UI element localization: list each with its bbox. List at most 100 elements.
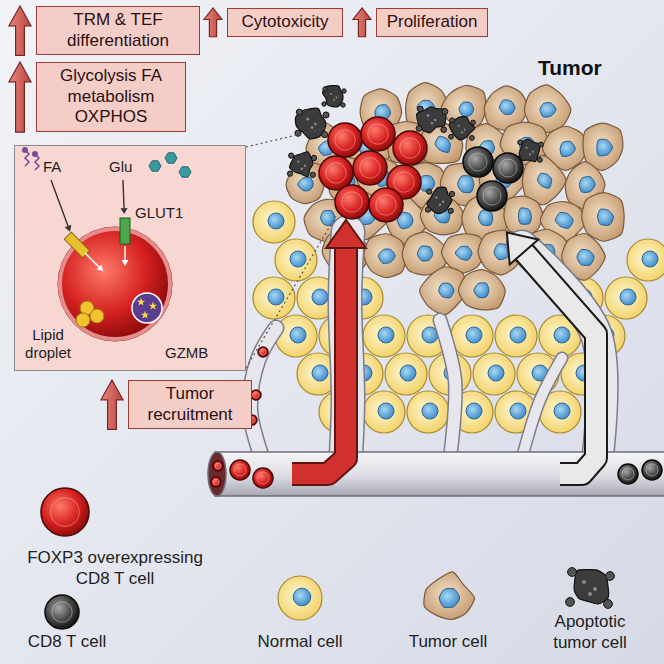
dna-fragment — [588, 592, 592, 596]
cell-rim — [360, 158, 380, 178]
arrow-shaft — [292, 248, 346, 474]
zoom-line — [246, 216, 336, 368]
granzyme — [141, 311, 149, 319]
cell-body — [477, 181, 507, 211]
cell-body — [353, 151, 387, 185]
cell-body — [627, 239, 664, 281]
granzyme — [149, 302, 157, 310]
nucleus — [422, 403, 438, 419]
tumor-site-cells — [287, 85, 543, 222]
nucleus — [577, 249, 594, 265]
dna-fragment — [461, 131, 463, 133]
normal-cell — [495, 315, 537, 357]
nucleus — [439, 588, 459, 607]
cell-body — [211, 477, 221, 487]
cell-body — [364, 234, 406, 278]
cell-fragment — [606, 572, 615, 581]
cell-rim — [215, 463, 221, 469]
vessel-wall — [440, 320, 455, 458]
increase-arrow — [204, 8, 222, 37]
normal-cell — [275, 315, 317, 357]
granule — [132, 293, 162, 323]
effect-box: Proliferation — [376, 8, 488, 37]
cell-fragment — [311, 155, 316, 160]
cell-body — [582, 193, 624, 242]
glucose — [165, 153, 177, 163]
cell-membrane — [58, 227, 172, 341]
foxp3-cd8-t-cell — [211, 477, 221, 487]
increase-arrow — [9, 62, 31, 132]
cell-body — [369, 188, 403, 222]
glucose — [149, 161, 161, 171]
cell-rim — [622, 468, 634, 480]
cell-fragment — [518, 140, 523, 145]
cell-rim — [646, 464, 658, 476]
cell-fragment — [425, 207, 430, 212]
cell-body — [449, 117, 475, 140]
apoptotic-tumor-cell — [425, 187, 454, 214]
nucleus — [466, 403, 482, 419]
cd8-t-cell — [618, 464, 638, 484]
nucleus — [518, 208, 531, 225]
nucleus — [378, 327, 394, 343]
cell-body — [605, 277, 647, 319]
molecule-label: FA — [43, 158, 61, 176]
lipid-droplet — [76, 313, 90, 327]
cell-fragment — [539, 142, 544, 147]
cell-rim — [253, 392, 259, 398]
cell-fragment — [537, 157, 542, 162]
normal-cell — [407, 391, 449, 433]
nucleus — [510, 327, 526, 343]
cell-body — [41, 488, 89, 536]
cell-body — [335, 185, 369, 219]
normal-cell — [605, 277, 647, 319]
cell-fragment — [442, 109, 448, 115]
uptake-arrow-head — [97, 265, 104, 272]
legend-text: CD8 T cell — [12, 632, 122, 653]
cell-body — [253, 201, 295, 243]
cell-rim — [213, 479, 219, 485]
effect-box: Cytotoxicity — [227, 8, 343, 37]
cell-body — [275, 239, 317, 281]
dna-fragment — [306, 118, 309, 121]
apoptotic-tumor-cell — [287, 152, 316, 178]
cell-body — [253, 277, 295, 319]
transporter-label: GLUT1 — [135, 204, 183, 222]
dna-fragment — [532, 151, 534, 153]
dna-fragment — [311, 126, 314, 129]
foxp3-cd8-t-cell — [251, 390, 261, 400]
cell-fragment — [471, 120, 476, 125]
cd8-t-cell — [477, 181, 507, 211]
nucleus — [378, 249, 395, 264]
nucleus — [554, 403, 570, 419]
dna-fragment — [336, 97, 338, 99]
nucleus — [488, 365, 504, 381]
cell-body — [618, 464, 638, 484]
increase-arrow — [353, 8, 371, 37]
dna-fragment — [529, 153, 531, 155]
nucleus — [554, 327, 570, 343]
nucleus — [290, 327, 306, 343]
legend-text: FOXP3 overexpressing CD8 T cell — [8, 548, 222, 589]
cell-body — [363, 315, 405, 357]
cell-rim — [326, 163, 346, 183]
nucleus — [560, 141, 575, 156]
uptake-arrow — [124, 246, 125, 260]
arrow-head — [326, 220, 366, 248]
cd8-t-cell — [463, 147, 493, 177]
vessel-lumen — [250, 328, 276, 458]
cell-body — [213, 461, 223, 471]
tumor-cell — [424, 572, 475, 620]
foxp3-cd8-t-cell — [230, 460, 250, 480]
normal-cell — [275, 239, 317, 281]
vessel-lumen — [522, 358, 562, 458]
nucleus — [642, 251, 658, 267]
cell-body — [275, 315, 317, 357]
uptake-arrow-head — [122, 260, 129, 266]
cell-fragment — [450, 118, 455, 123]
foxp3-cd8-t-cell — [369, 188, 403, 222]
dna-fragment — [427, 114, 430, 117]
cell-body — [407, 391, 449, 433]
nucleus — [597, 139, 613, 156]
arrow-outline — [524, 252, 596, 474]
